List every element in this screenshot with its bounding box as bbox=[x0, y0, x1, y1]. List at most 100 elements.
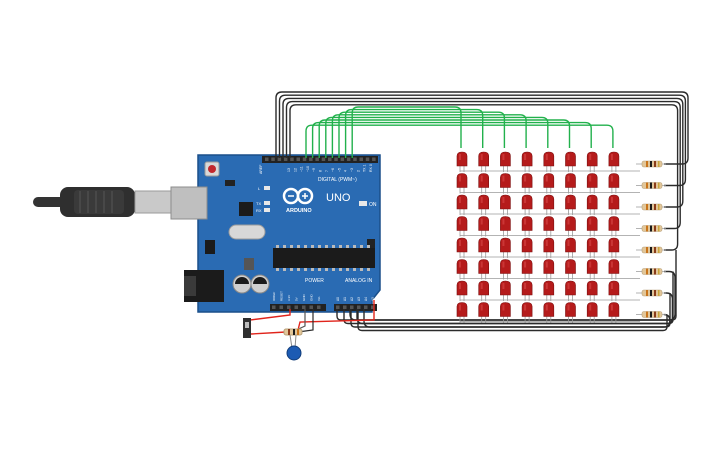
led[interactable] bbox=[565, 302, 576, 323]
blue-sensor[interactable] bbox=[286, 334, 302, 361]
power-pin-hole[interactable] bbox=[294, 305, 299, 310]
black-wire[interactable] bbox=[275, 91, 689, 165]
resistor[interactable] bbox=[636, 289, 666, 297]
led[interactable] bbox=[456, 216, 468, 237]
led[interactable] bbox=[565, 151, 576, 172]
black-wire[interactable] bbox=[356, 292, 674, 325]
slide-switch[interactable] bbox=[243, 318, 251, 338]
led[interactable] bbox=[543, 237, 555, 258]
led[interactable] bbox=[478, 259, 489, 280]
green-wire[interactable] bbox=[331, 114, 527, 158]
led-matrix[interactable] bbox=[456, 151, 640, 323]
led[interactable] bbox=[500, 237, 511, 258]
led[interactable] bbox=[565, 194, 576, 215]
digital-pin-hole[interactable] bbox=[340, 157, 345, 162]
ground-wire[interactable] bbox=[297, 309, 314, 333]
digital-pin-hole[interactable] bbox=[296, 157, 301, 162]
led[interactable] bbox=[500, 280, 511, 301]
led[interactable] bbox=[521, 280, 533, 301]
led[interactable] bbox=[456, 259, 468, 280]
resistor[interactable] bbox=[636, 203, 666, 211]
digital-pin-hole[interactable] bbox=[365, 157, 370, 162]
led[interactable] bbox=[521, 259, 533, 280]
digital-pin-hole[interactable] bbox=[353, 157, 357, 162]
black-wire[interactable] bbox=[289, 104, 679, 251]
led[interactable] bbox=[521, 194, 533, 215]
digital-pin-hole[interactable] bbox=[334, 157, 338, 162]
led[interactable] bbox=[608, 173, 620, 194]
digital-pin-hole[interactable] bbox=[321, 157, 326, 162]
led[interactable] bbox=[500, 151, 511, 172]
green-wire[interactable] bbox=[325, 116, 549, 158]
green-wire[interactable] bbox=[305, 124, 614, 158]
resistor[interactable] bbox=[636, 311, 666, 318]
led[interactable] bbox=[565, 259, 576, 280]
resistor[interactable] bbox=[636, 225, 666, 232]
black-wires[interactable] bbox=[275, 91, 689, 332]
analog-pin-hole[interactable] bbox=[371, 305, 375, 310]
led[interactable] bbox=[608, 259, 620, 280]
black-wire[interactable] bbox=[336, 250, 677, 321]
green-wire[interactable] bbox=[338, 111, 506, 158]
led[interactable] bbox=[456, 194, 468, 215]
led[interactable] bbox=[586, 151, 598, 172]
led[interactable] bbox=[586, 237, 598, 258]
led[interactable] bbox=[586, 194, 598, 215]
led[interactable] bbox=[586, 259, 598, 280]
led[interactable] bbox=[478, 280, 489, 301]
analog-pin-hole[interactable] bbox=[350, 305, 354, 310]
led[interactable] bbox=[500, 173, 511, 194]
led[interactable] bbox=[521, 216, 533, 237]
led[interactable] bbox=[478, 216, 489, 237]
digital-pin-hole[interactable] bbox=[309, 157, 313, 162]
digital-pin-hole[interactable] bbox=[315, 157, 319, 162]
led[interactable] bbox=[521, 173, 533, 194]
led[interactable] bbox=[521, 151, 533, 172]
green-wire[interactable] bbox=[351, 106, 462, 158]
led[interactable] bbox=[543, 173, 555, 194]
black-wire[interactable] bbox=[278, 94, 687, 187]
resistor[interactable] bbox=[636, 160, 666, 168]
led[interactable] bbox=[478, 194, 489, 215]
analog-pin-hole[interactable] bbox=[343, 305, 347, 310]
led[interactable] bbox=[500, 259, 511, 280]
led[interactable] bbox=[456, 237, 468, 258]
digital-pin-hole[interactable] bbox=[346, 157, 351, 162]
led[interactable] bbox=[543, 216, 555, 237]
led[interactable] bbox=[456, 151, 468, 172]
digital-pin-hole[interactable] bbox=[283, 157, 288, 162]
power-pin-hole[interactable] bbox=[272, 305, 276, 310]
digital-pin-hole[interactable] bbox=[372, 157, 376, 162]
power-pin-hole[interactable] bbox=[279, 305, 284, 310]
power-pin-hole[interactable] bbox=[309, 305, 314, 310]
led[interactable] bbox=[478, 173, 489, 194]
black-wire[interactable] bbox=[285, 100, 681, 230]
led[interactable] bbox=[608, 280, 620, 301]
led[interactable] bbox=[500, 216, 511, 237]
led[interactable] bbox=[565, 173, 576, 194]
power-pin-hole[interactable] bbox=[287, 305, 291, 310]
power-pin-hole[interactable] bbox=[317, 305, 321, 310]
green-wire[interactable] bbox=[311, 121, 592, 158]
red-wire[interactable] bbox=[297, 300, 375, 331]
led[interactable] bbox=[478, 237, 489, 258]
led[interactable] bbox=[456, 280, 468, 301]
led[interactable] bbox=[608, 216, 620, 237]
led[interactable] bbox=[586, 173, 598, 194]
resistor-column[interactable] bbox=[636, 160, 666, 318]
pot-resistor[interactable] bbox=[283, 328, 303, 336]
led[interactable] bbox=[543, 151, 555, 172]
resistor[interactable] bbox=[636, 246, 666, 254]
red-wire[interactable] bbox=[250, 331, 287, 335]
analog-pin-hole[interactable] bbox=[364, 305, 368, 310]
led[interactable] bbox=[500, 194, 511, 215]
led[interactable] bbox=[521, 237, 533, 258]
black-wire[interactable] bbox=[282, 97, 684, 208]
led[interactable] bbox=[543, 280, 555, 301]
led[interactable] bbox=[586, 280, 598, 301]
green-wires[interactable] bbox=[305, 106, 614, 158]
led[interactable] bbox=[456, 302, 468, 323]
analog-pin-hole[interactable] bbox=[336, 305, 340, 310]
